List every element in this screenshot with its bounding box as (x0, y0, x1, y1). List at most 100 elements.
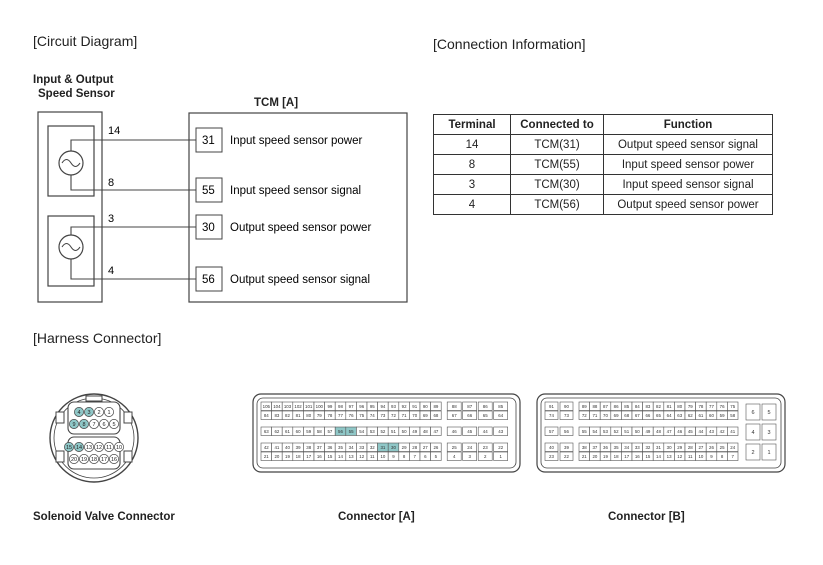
sensor-pin-label: 14 (108, 125, 120, 137)
svg-text:5: 5 (767, 410, 770, 416)
svg-text:96: 96 (359, 404, 364, 409)
svg-text:8: 8 (403, 454, 406, 459)
svg-text:55: 55 (349, 429, 354, 434)
connector-pin: 90 (559, 401, 574, 411)
svg-text:36: 36 (603, 445, 608, 450)
connector-pin: 63 (260, 426, 272, 436)
connector-pin: 51 (621, 426, 633, 436)
tcm-pin-box (195, 266, 223, 292)
svg-text:25: 25 (452, 445, 457, 450)
svg-text:79: 79 (688, 404, 693, 409)
connector-pin: 25 (446, 442, 462, 452)
svg-text:13: 13 (667, 454, 672, 459)
connection-info-heading: [Connection Information] (433, 36, 586, 52)
svg-text:70: 70 (412, 413, 417, 418)
svg-text:22: 22 (498, 445, 503, 450)
svg-text:67: 67 (635, 413, 640, 418)
svg-text:12: 12 (96, 445, 102, 451)
tcm-pin-box (195, 127, 223, 153)
svg-text:48: 48 (656, 429, 661, 434)
svg-text:20: 20 (71, 457, 77, 463)
svg-text:63: 63 (264, 429, 269, 434)
connector-pin: 79 (684, 401, 696, 411)
svg-text:98: 98 (338, 404, 343, 409)
connector-pin: 53 (599, 426, 612, 436)
connector-pin: 61 (281, 426, 294, 436)
connector-pin: 45 (684, 426, 696, 436)
connector-pin: 80 (303, 410, 315, 420)
connector-pin: 42 (260, 442, 272, 452)
connector-pin: 7 (409, 451, 421, 461)
svg-text:10: 10 (380, 454, 385, 459)
svg-text:79: 79 (317, 413, 322, 418)
svg-text:45: 45 (467, 429, 472, 434)
connector-pin: 48 (652, 426, 665, 436)
svg-text:4: 4 (77, 410, 80, 416)
connector-pin: 2 (94, 407, 104, 417)
table-cell: 4 (433, 194, 511, 215)
svg-text:75: 75 (359, 413, 364, 418)
svg-text:90: 90 (564, 404, 569, 409)
tcm-title: TCM [A] (254, 97, 299, 109)
connector-pin: 101 (303, 401, 315, 411)
svg-text:72: 72 (582, 413, 587, 418)
connector-pin: 32 (642, 442, 654, 452)
svg-text:48: 48 (423, 429, 428, 434)
connector-pin: 43 (493, 426, 509, 436)
svg-text:85: 85 (498, 404, 503, 409)
connector-pin: 27 (419, 442, 431, 452)
svg-text:53: 53 (603, 429, 608, 434)
connector-pin: 84 (260, 410, 272, 420)
connector-pin: 7 (89, 419, 99, 429)
connector-pin: 5 (430, 451, 442, 461)
connector-pin: 38 (578, 442, 590, 452)
table-cell: TCM(55) (510, 154, 604, 175)
svg-text:43: 43 (498, 429, 503, 434)
svg-text:23: 23 (483, 445, 488, 450)
svg-text:27: 27 (698, 445, 703, 450)
connector-pin: 31 (377, 442, 389, 452)
table-cell: 3 (433, 174, 511, 195)
connector-pin: 87 (462, 401, 478, 411)
svg-text:89: 89 (433, 404, 438, 409)
connector-pin: 63 (674, 410, 686, 420)
svg-text:90: 90 (423, 404, 428, 409)
tcm-pin-number: 56 (202, 274, 215, 286)
svg-text:34: 34 (624, 445, 629, 450)
svg-text:10: 10 (698, 454, 703, 459)
svg-text:26: 26 (433, 445, 438, 450)
svg-text:2: 2 (751, 450, 754, 456)
connector-pin: 60 (292, 426, 304, 436)
connector-pin: 88 (446, 401, 462, 411)
svg-text:47: 47 (667, 429, 672, 434)
connector-pin: 92 (398, 401, 410, 411)
connector-pin: 8 (398, 451, 410, 461)
svg-text:31: 31 (380, 445, 385, 450)
svg-text:13: 13 (349, 454, 354, 459)
connector-pin: 80 (674, 401, 686, 411)
sensor-title-line1: Input & Output (33, 74, 114, 86)
table-cell: Input speed sensor signal (603, 174, 773, 195)
sensor-pin-label: 3 (108, 213, 114, 225)
table-cell: 14 (433, 134, 511, 155)
svg-text:95: 95 (370, 404, 375, 409)
connector-pin: 66 (462, 410, 478, 420)
connector-pin: 39 (559, 442, 574, 452)
connector-pin: 19 (281, 451, 294, 461)
connector-pin: 37 (313, 442, 325, 452)
connector-pin: 77 (705, 401, 718, 411)
connector-pin: 22 (559, 451, 574, 461)
table-row: 3 TCM(30) Input speed sensor signal (433, 174, 773, 195)
connector-pin: 39 (292, 442, 304, 452)
connector-pin: 33 (631, 442, 643, 452)
svg-text:1: 1 (767, 450, 770, 456)
svg-text:3: 3 (767, 430, 770, 436)
svg-text:9: 9 (710, 454, 713, 459)
connector-pin: 70 (599, 410, 612, 420)
connector-pin: 54 (356, 426, 368, 436)
connector-pin: 31 (652, 442, 665, 452)
svg-text:105: 105 (263, 404, 271, 409)
svg-text:34: 34 (349, 445, 354, 450)
svg-text:31: 31 (656, 445, 661, 450)
